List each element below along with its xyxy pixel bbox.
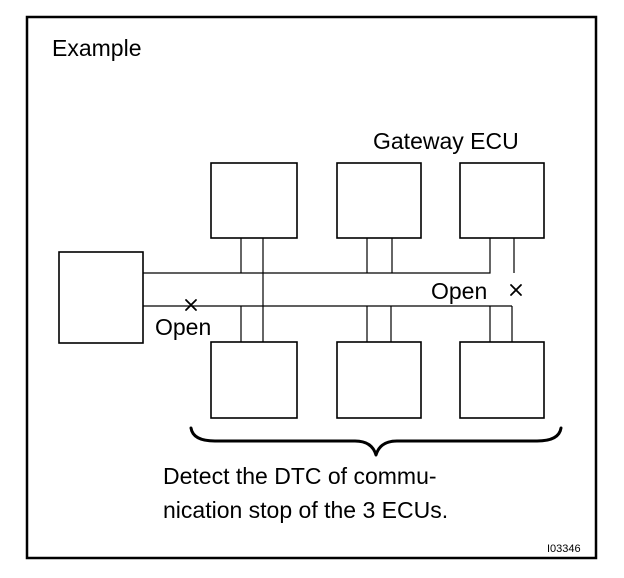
ecu-top-2 [336, 162, 422, 239]
open-label-left: Open [155, 314, 211, 340]
ecu-left [58, 251, 144, 344]
gateway-ecu-box [459, 162, 545, 239]
open-break-mark-right [510, 284, 522, 296]
figure-code: I03346 [547, 543, 581, 555]
ecu-bottom-1 [210, 341, 298, 419]
open-break-mark-left [185, 299, 197, 311]
open-label-right: Open [431, 278, 487, 304]
gateway-ecu-label: Gateway ECU [373, 128, 519, 154]
grouping-brace [189, 426, 563, 457]
ecu-bottom-3 [459, 341, 545, 419]
caption-line-1: Detect the DTC of commu- [163, 463, 437, 489]
bus-wire-upper [143, 238, 513, 342]
ecu-bottom-2 [336, 341, 422, 419]
caption-line-2: nication stop of the 3 ECUs. [163, 497, 448, 523]
ecu-top-1 [210, 162, 298, 239]
heading-example: Example [52, 35, 141, 61]
bus-wire-lower [240, 238, 515, 342]
